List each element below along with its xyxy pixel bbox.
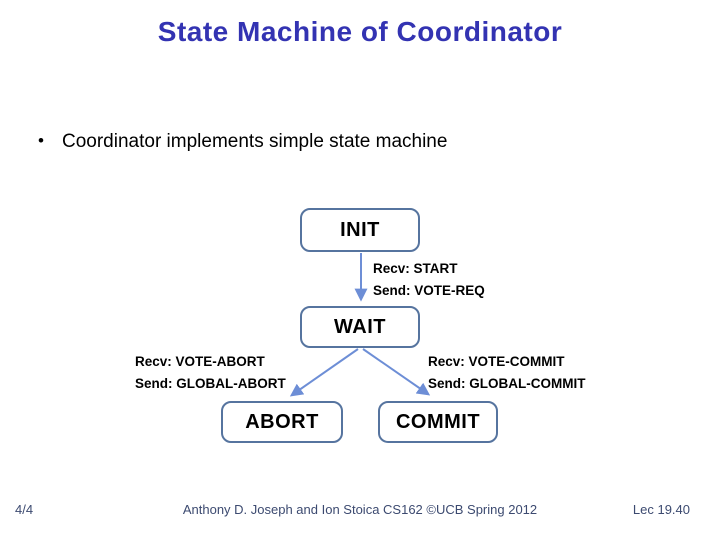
- page-title: State Machine of Coordinator: [157, 16, 563, 47]
- arrow-wait-to-abort: [289, 348, 359, 397]
- transition-send-vote-req: Send: VOTE-REQ: [373, 283, 485, 298]
- transition-label-init-to-wait: Recv: START Send: VOTE-REQ: [373, 258, 485, 302]
- state-label-abort: ABORT: [245, 410, 319, 433]
- bullet-text: Coordinator implements simple state mach…: [62, 131, 448, 152]
- slide-footer: Anthony D. Joseph and Ion Stoica CS162 ©…: [0, 502, 720, 520]
- transition-send-global-abort: Send: GLOBAL-ABORT: [135, 376, 286, 391]
- transition-recv-vote-abort: Recv: VOTE-ABORT: [135, 354, 265, 369]
- footer-page-number: 4/4: [15, 502, 34, 517]
- state-box-abort: ABORT: [221, 401, 343, 443]
- bullet-marker: •: [38, 131, 44, 150]
- transition-recv-vote-commit: Recv: VOTE-COMMIT: [428, 354, 565, 369]
- footer-lecture-number: Lec 19.40: [632, 502, 690, 517]
- state-label-init: INIT: [340, 218, 380, 241]
- arrow-wait-to-commit: [362, 348, 431, 396]
- state-box-wait: WAIT: [300, 306, 420, 348]
- transition-label-wait-to-commit: Recv: VOTE-COMMIT Send: GLOBAL-COMMIT: [428, 351, 585, 395]
- state-label-commit: COMMIT: [395, 410, 481, 433]
- bullet-line: • Coordinator implements simple state mac…: [38, 131, 678, 153]
- footer-credit: Anthony D. Joseph and Ion Stoica CS162 ©…: [182, 502, 538, 517]
- state-box-commit: COMMIT: [378, 401, 498, 443]
- transition-recv-start: Recv: START: [373, 261, 458, 276]
- transition-label-wait-to-abort: Recv: VOTE-ABORT Send: GLOBAL-ABORT: [135, 351, 286, 395]
- state-label-wait: WAIT: [334, 315, 386, 338]
- transition-send-global-commit: Send: GLOBAL-COMMIT: [428, 376, 586, 391]
- state-box-init: INIT: [300, 208, 420, 252]
